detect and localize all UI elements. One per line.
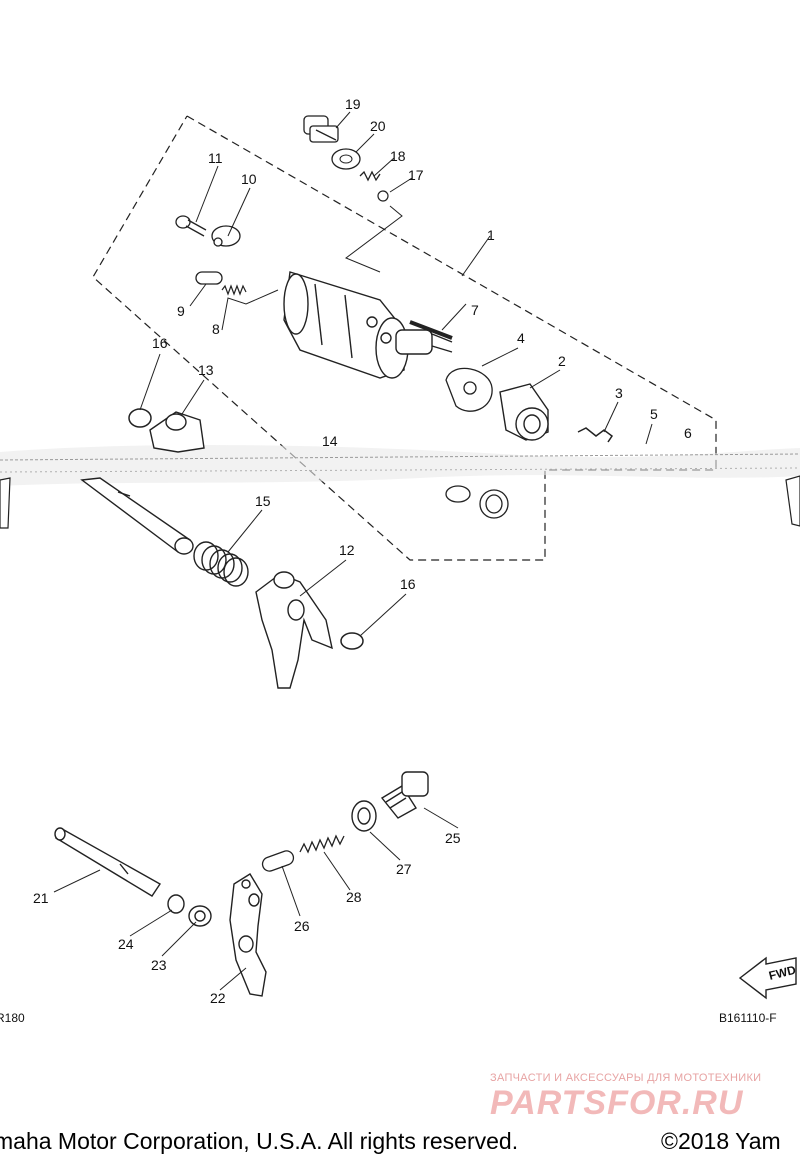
callout-7: 7: [471, 302, 479, 318]
leader-lines: [53, 111, 653, 991]
part-12-shift-fork: [255, 571, 333, 689]
watermark-tagline: ЗАПЧАСТИ И АКСЕССУАРЫ ДЛЯ МОТОТЕХНИКИ: [490, 1072, 762, 1084]
fwd-direction-badge: FWD: [738, 956, 798, 1000]
callout-28: 28: [346, 889, 362, 905]
part-28-spring: [299, 834, 345, 854]
assembly-dashed-outline: [92, 115, 717, 561]
part-25-bolt: [380, 771, 429, 819]
callout-26: 26: [294, 918, 310, 934]
part-3-clip: [577, 427, 614, 443]
part-9-pin: [195, 271, 223, 285]
part-27-washer: [351, 800, 377, 832]
part-14-shaft: [80, 477, 194, 555]
part-2-bearing: [499, 383, 549, 441]
copyright-footer: maha Motor Corporation, U.S.A. All right…: [0, 1128, 800, 1160]
part-24-clip: [167, 894, 185, 914]
part-16-circlip-top: [128, 408, 152, 428]
callout-9: 9: [177, 303, 185, 319]
callout-25: 25: [445, 830, 461, 846]
callout-8: 8: [212, 321, 220, 337]
part-23-washer: [188, 905, 212, 927]
part-5-6-rings: [445, 485, 509, 519]
callout-14: 14: [322, 433, 338, 449]
copyright-left: maha Motor Corporation, U.S.A. All right…: [0, 1128, 519, 1154]
callout-22: 22: [210, 990, 226, 1006]
callout-16-bottom: 16: [400, 576, 416, 592]
fwd-label: FWD: [767, 963, 797, 983]
callout-27: 27: [396, 861, 412, 877]
callout-3: 3: [615, 385, 623, 401]
part-21-shaft: [54, 827, 162, 897]
callout-15: 15: [255, 493, 271, 509]
part-8-spring: [221, 284, 247, 296]
callout-13: 13: [198, 362, 214, 378]
diagram-code-right: B161110-F: [719, 1011, 777, 1025]
part-11-screw: [175, 215, 207, 237]
scan-smear-band: [0, 444, 800, 486]
callout-4: 4: [517, 330, 525, 346]
callout-20: 20: [370, 118, 386, 134]
part-7-pin: [409, 320, 453, 340]
callout-5: 5: [650, 406, 658, 422]
part-13-shift-fork: [149, 411, 205, 453]
part-26-pin: [261, 850, 295, 872]
part-17-ball: [377, 190, 389, 202]
callout-16-top: 16: [152, 335, 168, 351]
callout-18: 18: [390, 148, 406, 164]
part-4-segment: [445, 367, 493, 412]
part-18-spring: [359, 170, 381, 182]
copyright-right: ©2018 Yam: [661, 1128, 781, 1154]
part-22-stopper-lever: [229, 873, 267, 997]
callout-23: 23: [151, 957, 167, 973]
callout-10: 10: [241, 171, 257, 187]
watermark-brand: PARTSFOR.RU: [490, 1084, 744, 1122]
callout-2: 2: [558, 353, 566, 369]
part-10-plate: [211, 225, 241, 247]
diagram-code-left: R180: [0, 1011, 25, 1025]
callout-12: 12: [339, 542, 355, 558]
callout-17: 17: [408, 167, 424, 183]
callout-labels: 19 20 18 17 11 10 1 9 8 7 4 2 3 5 6 16 1…: [33, 96, 692, 1006]
callout-6: 6: [684, 425, 692, 441]
callout-19: 19: [345, 96, 361, 112]
callout-1: 1: [487, 227, 495, 243]
callout-11: 11: [208, 150, 223, 166]
part-15-spring: [193, 541, 249, 587]
callout-21: 21: [33, 890, 49, 906]
part-16-circlip-bottom: [340, 632, 364, 650]
part-19-bolt: [303, 115, 339, 143]
part-1-shift-drum: [283, 271, 453, 379]
callout-24: 24: [118, 936, 134, 952]
